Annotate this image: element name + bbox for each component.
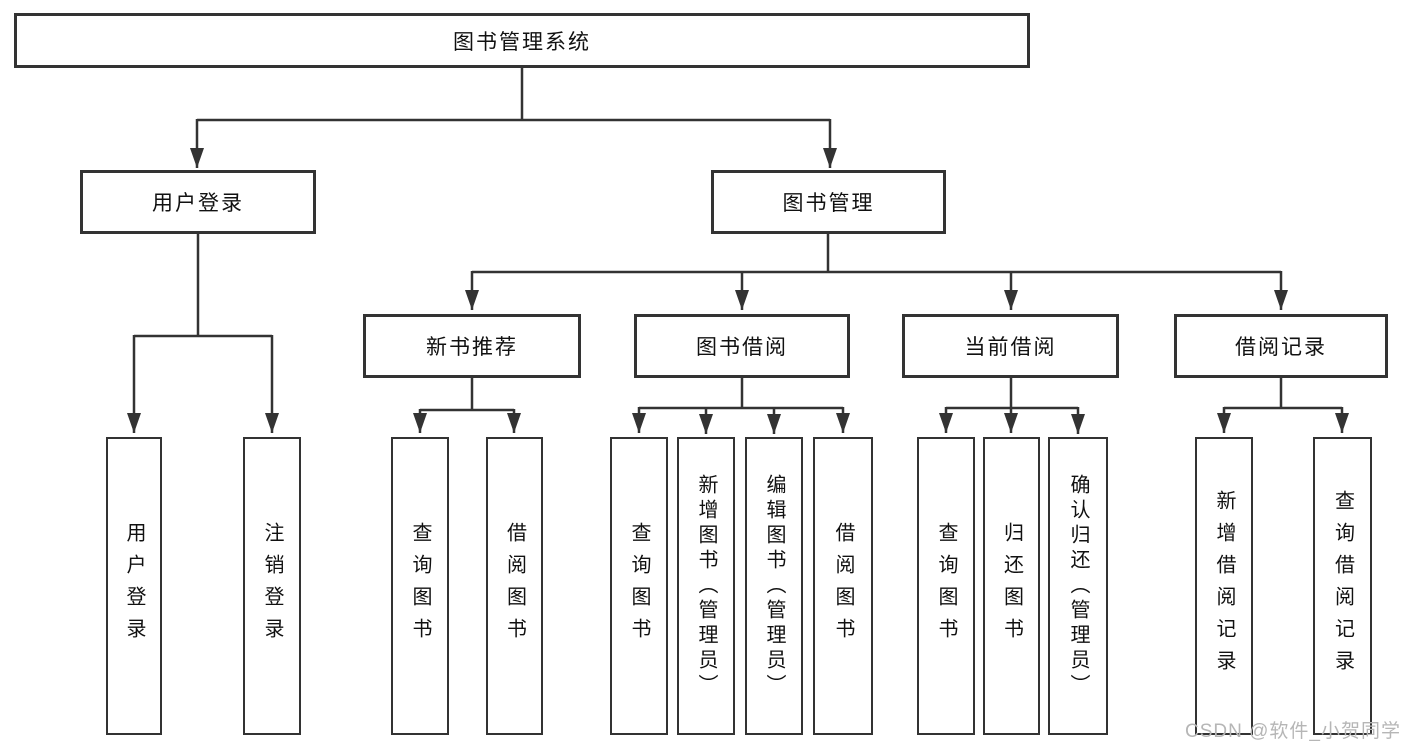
wire-book-management-split	[472, 234, 1281, 274]
wire-book-borrow-split	[639, 378, 843, 410]
node-book-management-system: 图书管理系统	[14, 13, 1030, 68]
leaf-cb-query-book: 查询图书	[917, 437, 975, 735]
csdn-watermark: CSDN @软件_小贺同学	[1185, 721, 1401, 742]
leaf-label: 新增借阅记录	[1213, 490, 1235, 682]
leaf-bb-add-book-admin: 新增图书（管理员）	[677, 437, 735, 735]
leaf-bb-query-book: 查询图书	[610, 437, 668, 735]
node-new-book-recommend: 新书推荐	[363, 314, 581, 378]
leaf-label: 注销登录	[261, 522, 283, 650]
wire-user-login-split	[134, 234, 272, 338]
leaf-cb-confirm-return-admin: 确认归还（管理员）	[1048, 437, 1108, 735]
leaf-label: 确认归还（管理员）	[1067, 473, 1089, 699]
wire-new-book-split	[420, 378, 514, 412]
leaf-bb-borrow-book: 借阅图书	[813, 437, 873, 735]
node-book-borrow: 图书借阅	[634, 314, 850, 378]
leaf-nb-query-book: 查询图书	[391, 437, 449, 735]
leaf-label: 查询图书	[935, 522, 957, 650]
leaf-label: 查询图书	[628, 522, 650, 650]
wire-current-borrow-split	[946, 378, 1078, 410]
node-borrow-record: 借阅记录	[1174, 314, 1388, 378]
wire-root-split	[197, 68, 830, 122]
leaf-label: 查询借阅记录	[1331, 490, 1354, 682]
leaf-label: 借阅图书	[503, 522, 526, 650]
leaf-logout: 注销登录	[243, 437, 301, 735]
leaf-br-add-record: 新增借阅记录	[1195, 437, 1253, 735]
node-book-management: 图书管理	[711, 170, 946, 234]
leaf-label: 用户登录	[123, 522, 145, 650]
leaf-label: 新增图书（管理员）	[695, 473, 717, 699]
leaf-user-login: 用户登录	[106, 437, 162, 735]
leaf-bb-edit-book-admin: 编辑图书（管理员）	[745, 437, 803, 735]
leaf-br-query-record: 查询借阅记录	[1313, 437, 1372, 735]
node-user-login: 用户登录	[80, 170, 316, 234]
wire-borrow-record-split	[1224, 378, 1342, 410]
leaf-label: 查询图书	[409, 522, 431, 650]
node-current-borrow: 当前借阅	[902, 314, 1119, 378]
leaf-cb-return-book: 归还图书	[983, 437, 1040, 735]
leaf-label: 归还图书	[1000, 522, 1023, 650]
leaf-label: 借阅图书	[832, 522, 854, 650]
leaf-nb-borrow-book: 借阅图书	[486, 437, 543, 735]
leaf-label: 编辑图书（管理员）	[763, 473, 785, 699]
